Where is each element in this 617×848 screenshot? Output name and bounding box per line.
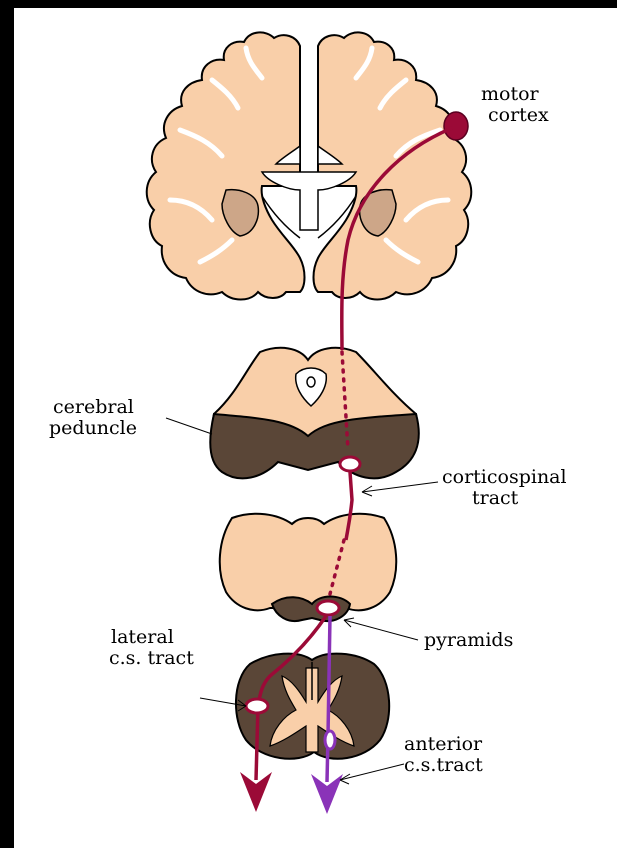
anterior-tract-marker xyxy=(325,731,335,749)
cerebral-peduncle-label-line1: cerebral xyxy=(49,397,137,418)
pyramids-leader xyxy=(344,620,418,640)
lateral-cs-tract-label-line2: c.s. tract xyxy=(109,648,194,669)
corticospinal-tract-label-line2: tract xyxy=(442,488,567,509)
pyramids-label-line1: pyramids xyxy=(424,630,513,651)
lateral-cs-tract-label-line1: lateral xyxy=(109,627,194,648)
motor-cortex-label-line2: cortex xyxy=(481,105,549,126)
peduncle-leader xyxy=(166,418,212,434)
cerebral-peduncle-label-line2: peduncle xyxy=(49,418,137,439)
anterior-leader xyxy=(340,764,404,780)
left-hemisphere xyxy=(147,32,305,299)
corticospinal-tract-label-line1: corticospinal xyxy=(442,467,567,488)
medulla-section xyxy=(220,514,397,621)
third-ventricle xyxy=(262,172,356,230)
anterior-cs-tract-label: anterior c.s.tract xyxy=(404,734,483,776)
pyramid-tract-marker xyxy=(317,601,339,615)
corticospinal-leader xyxy=(362,482,438,492)
pyramids-label: pyramids xyxy=(424,630,513,651)
anterior-cs-tract-label-line1: anterior xyxy=(404,734,483,755)
motor-cortex-neuron xyxy=(444,112,468,140)
coronal-brain-section xyxy=(147,32,472,299)
medulla xyxy=(220,514,397,611)
peduncle-tract-marker xyxy=(340,457,360,471)
motor-cortex-label: motor cortex xyxy=(481,84,549,126)
lateral-tract-marker xyxy=(246,699,268,713)
corticospinal-tract-label: corticospinal tract xyxy=(442,467,567,509)
midbrain-section xyxy=(210,348,419,478)
cerebral-peduncle-label: cerebral peduncle xyxy=(49,397,137,439)
motor-cortex-label-line1: motor xyxy=(481,84,549,105)
lateral-cs-tract-label: lateral c.s. tract xyxy=(109,627,194,669)
anterior-cs-tract-label-line2: c.s.tract xyxy=(404,755,483,776)
